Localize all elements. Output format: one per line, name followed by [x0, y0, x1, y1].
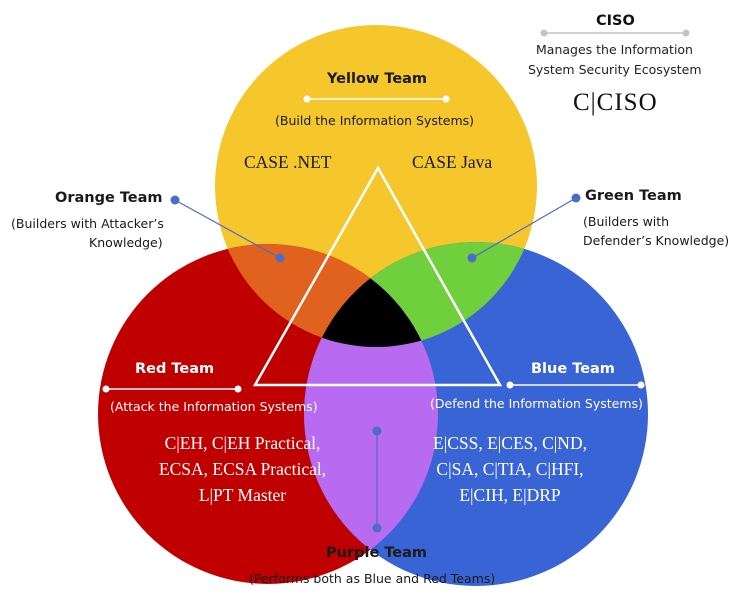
- ciso-description-line2: System Security Ecosystem: [528, 62, 702, 77]
- ciso-title: CISO: [596, 13, 635, 29]
- ciso-line-dot-right: [682, 29, 690, 37]
- blue-team-subtitle: (Defend the Information Systems): [430, 396, 643, 411]
- green-team-title: Green Team: [585, 188, 682, 204]
- yellow-team-cert-1: CASE .NET: [244, 152, 332, 172]
- yellow-team-title: Yellow Team: [327, 71, 428, 87]
- orange-region-dot: [275, 253, 285, 263]
- purple-team-title: Purple Team: [326, 545, 428, 561]
- red-line-dot-right: [234, 385, 242, 393]
- purple-team-subtitle: (Performs both as Blue and Red Teams): [249, 571, 496, 586]
- orange-connector-line: [174, 199, 281, 259]
- ciso-description-line1: Manages the Information: [536, 42, 693, 57]
- orange-team-title: Orange Team: [55, 190, 163, 206]
- blue-team-certs: E|CSS, E|CES, C|ND, C|SA, C|TIA, C|HFI, …: [400, 430, 620, 508]
- ciso-line-dot-left: [540, 29, 548, 37]
- blue-team-title: Blue Team: [531, 361, 615, 377]
- yellow-line-dot-right: [442, 95, 450, 103]
- center-overlap: [304, 244, 438, 347]
- red-team-cert-line-2: ECSA, ECSA Practical,: [158, 459, 327, 479]
- red-team-title: Red Team: [135, 361, 215, 377]
- green-region-dot: [467, 253, 477, 263]
- red-team-certs: C|EH, C|EH Practical, ECSA, ECSA Practic…: [130, 430, 355, 508]
- orange-team-subtitle-line1: (Builders with Attacker’s: [11, 216, 164, 231]
- orange-connector-dot: [170, 195, 180, 205]
- blue-line-dot-left: [506, 381, 514, 389]
- blue-team-cert-line-1: E|CSS, E|CES, C|ND,: [433, 433, 587, 453]
- green-connector-dot: [571, 193, 581, 203]
- purple-connector-dot: [372, 523, 382, 533]
- green-connector-line: [471, 197, 577, 259]
- red-line-dot-left: [102, 385, 110, 393]
- cciso-logo: C|CISO: [573, 89, 658, 116]
- green-team-subtitle-line1: (Builders with: [583, 214, 670, 229]
- blue-line-dot-right: [637, 381, 645, 389]
- green-team-subtitle-line2: Defender’s Knowledge): [583, 233, 730, 248]
- orange-team-subtitle-line2: Knowledge): [89, 235, 163, 250]
- blue-team-cert-line-3: E|CIH, E|DRP: [459, 485, 561, 505]
- yellow-line-dot-left: [303, 95, 311, 103]
- blue-team-cert-line-2: C|SA, C|TIA, C|HFI,: [436, 459, 584, 479]
- red-team-cert-line-1: C|EH, C|EH Practical,: [164, 433, 321, 453]
- red-team-subtitle: (Attack the Information Systems): [110, 399, 318, 414]
- center-triangle: [252, 165, 503, 387]
- red-team-cert-line-3: L|PT Master: [198, 485, 287, 505]
- purple-region-dot: [372, 426, 382, 436]
- yellow-team-subtitle: (Build the Information Systems): [275, 113, 475, 128]
- yellow-team-cert-2: CASE Java: [412, 152, 493, 172]
